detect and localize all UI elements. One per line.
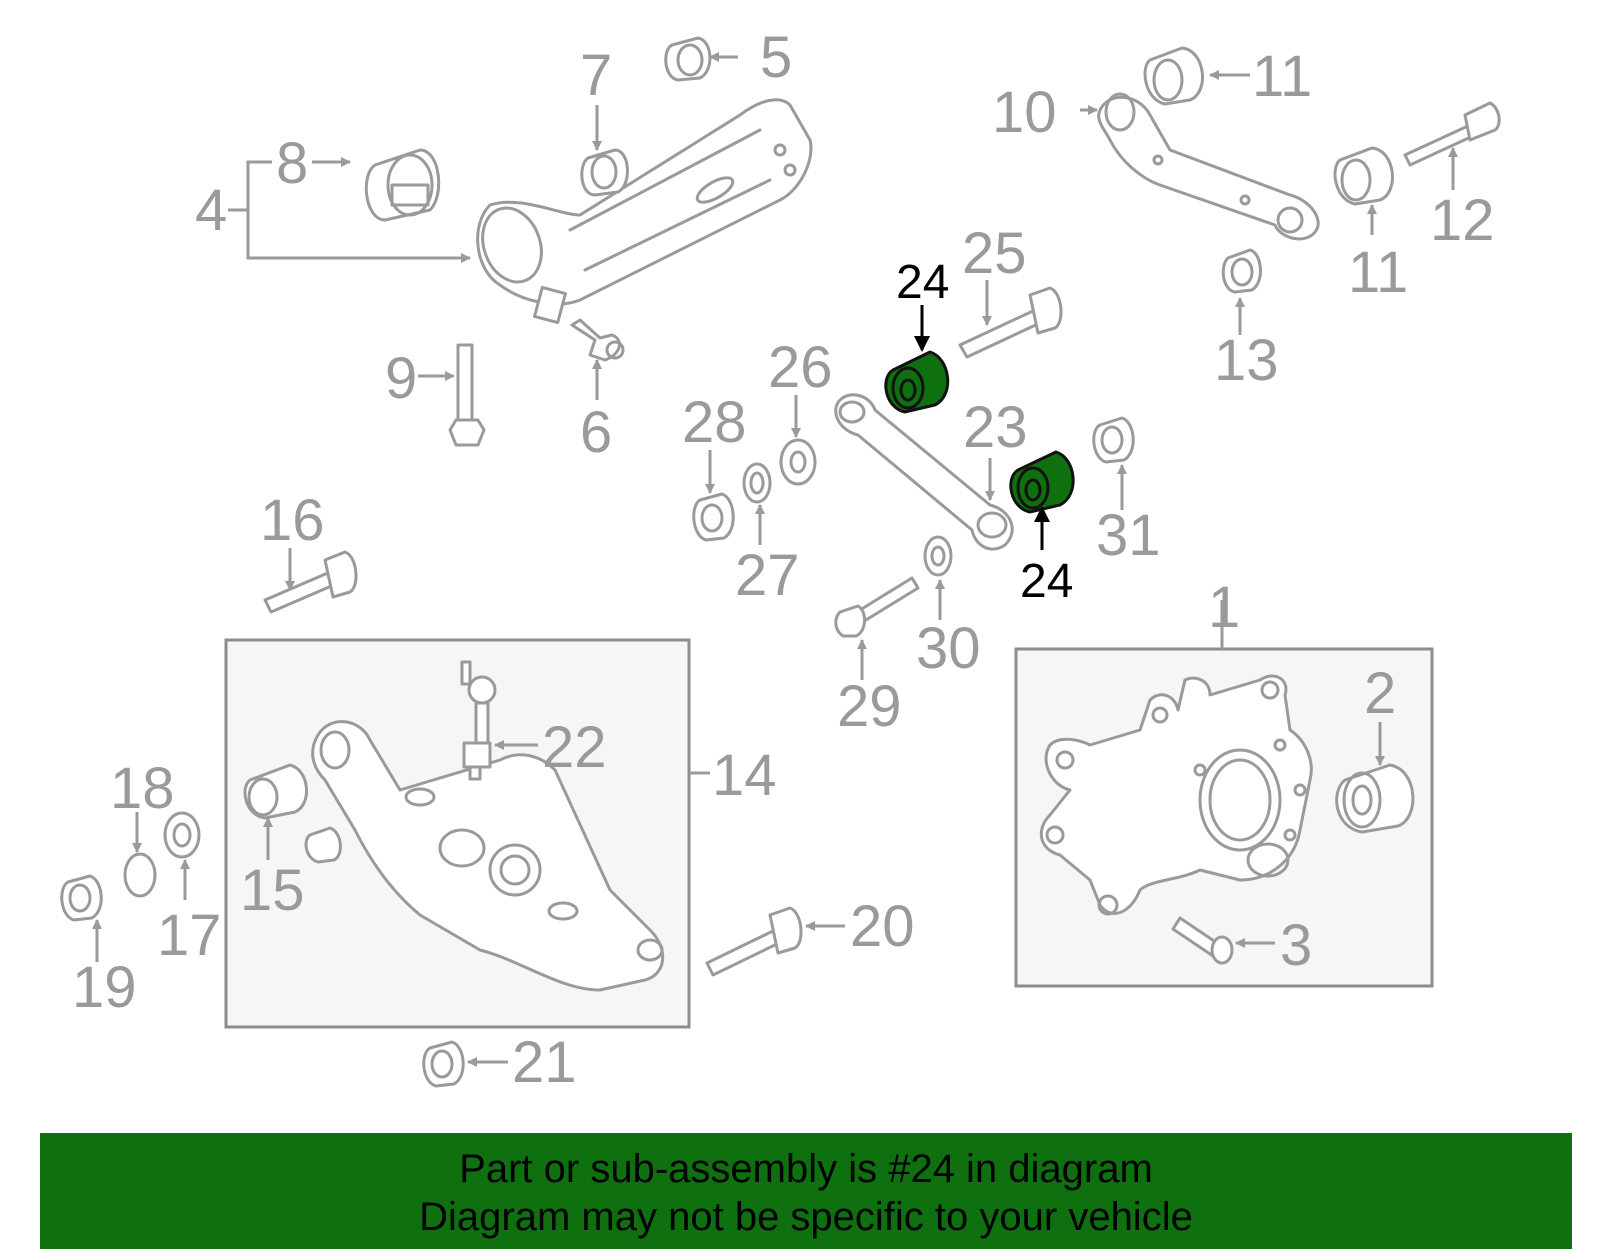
toe-link-23 — [834, 393, 1014, 551]
cap — [304, 826, 342, 864]
upper-control-arm — [476, 98, 813, 325]
nut-5 — [664, 36, 712, 82]
banner-line-2: Diagram may not be specific to your vehi… — [419, 1195, 1193, 1239]
callout-21: 21 — [512, 1030, 577, 1095]
callout-28: 28 — [682, 390, 747, 455]
callout-25: 25 — [962, 221, 1027, 286]
bushing-15 — [243, 763, 308, 820]
stud-6 — [570, 318, 625, 362]
bushing-8 — [364, 148, 441, 222]
callout-26: 26 — [768, 335, 833, 400]
info-banner: Part or sub-assembly is #24 in diagram D… — [40, 1133, 1572, 1249]
callout-17: 17 — [157, 903, 222, 968]
bolt-20 — [705, 906, 803, 977]
callout-14: 14 — [712, 743, 777, 808]
banner-line-1: Part or sub-assembly is #24 in diagram — [459, 1147, 1153, 1191]
steering-knuckle — [1039, 674, 1313, 916]
bolt-9 — [448, 343, 486, 447]
callout-16: 16 — [260, 488, 325, 553]
callout-31: 31 — [1096, 503, 1161, 568]
callout-11-right: 11 — [1348, 240, 1408, 305]
callout-27: 27 — [735, 543, 800, 608]
callout-13: 13 — [1214, 328, 1279, 393]
ring-18 — [123, 852, 157, 898]
stabilizer-link-22 — [460, 660, 497, 781]
nut-31 — [1092, 416, 1135, 464]
callout-6: 6 — [580, 400, 612, 465]
callout-22: 22 — [542, 715, 607, 780]
callout-15: 15 — [240, 858, 305, 923]
washer-30 — [923, 535, 953, 577]
lateral-arm-10 — [1097, 92, 1320, 241]
bolt-25 — [958, 286, 1063, 359]
callout-30: 30 — [916, 616, 981, 681]
bolt-16 — [263, 550, 358, 614]
callout-12: 12 — [1430, 188, 1495, 253]
washer-27 — [742, 462, 772, 504]
bushing-11-top — [1143, 46, 1204, 106]
callout-1: 1 — [1208, 575, 1240, 640]
leader-lines — [92, 52, 1458, 1067]
callout-10: 10 — [992, 80, 1057, 145]
callout-2: 2 — [1364, 661, 1396, 726]
bushing-2 — [1335, 763, 1415, 834]
nut-28 — [692, 492, 735, 542]
bolt-3 — [1171, 916, 1234, 965]
callout-20: 20 — [850, 894, 915, 959]
callout-5: 5 — [760, 25, 792, 90]
callout-24-upper: 24 — [896, 256, 949, 309]
washer-17 — [163, 811, 201, 859]
callout-29: 29 — [837, 674, 902, 739]
nut-13 — [1221, 248, 1262, 294]
callout-3: 3 — [1280, 913, 1312, 978]
callout-18: 18 — [110, 756, 175, 821]
callout-23: 23 — [963, 395, 1028, 460]
nut-19 — [60, 874, 103, 922]
bushing-24-lower — [1009, 450, 1075, 514]
callout-4: 4 — [195, 178, 227, 243]
nut-21 — [422, 1040, 465, 1088]
callout-labels: 5 7 8 4 9 6 10 11 11 12 13 25 24 26 23 2… — [72, 25, 1495, 1095]
callout-24-lower: 24 — [1020, 555, 1073, 608]
callout-19: 19 — [72, 955, 137, 1020]
bushing-11-right — [1333, 146, 1394, 206]
callout-11-top: 11 — [1252, 44, 1312, 109]
callout-9: 9 — [385, 346, 417, 411]
bolt-29 — [834, 576, 920, 638]
callout-8: 8 — [276, 131, 308, 196]
washer-26 — [779, 438, 817, 486]
callout-7: 7 — [580, 43, 612, 108]
bushing-24-upper — [884, 350, 950, 414]
bolt-12 — [1403, 101, 1501, 167]
bushing-7 — [580, 148, 629, 197]
